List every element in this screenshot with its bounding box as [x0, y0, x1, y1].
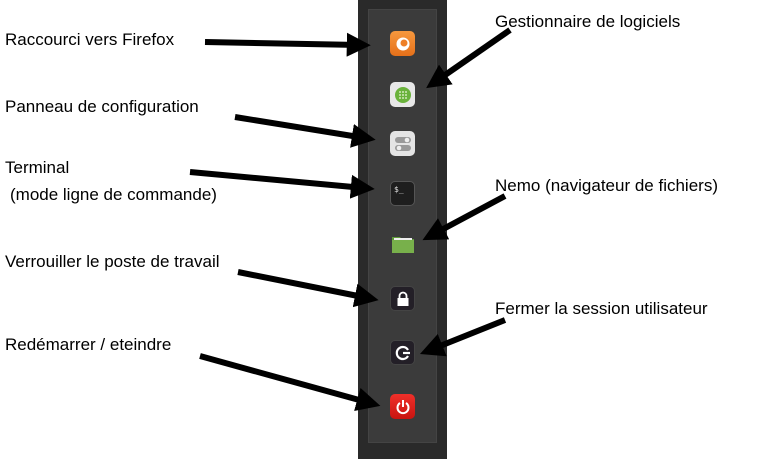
label-lock: Verrouiller le poste de travail [5, 252, 220, 271]
arrow-terminal [189, 169, 375, 199]
label-nemo: Nemo (navigateur de fichiers) [495, 176, 718, 195]
software-manager-icon[interactable] [390, 82, 415, 107]
folder-icon[interactable] [390, 231, 415, 256]
arrow-lock [237, 269, 379, 308]
label-terminal: Terminal [5, 158, 70, 177]
arrow-control-panel [234, 114, 376, 148]
label-control-panel: Panneau de configuration [5, 97, 199, 116]
lock-icon[interactable] [390, 286, 415, 311]
power-icon[interactable] [390, 394, 415, 419]
arrow-logout [419, 317, 507, 357]
label-logout: Fermer la session utilisateur [495, 299, 708, 318]
arrow-software-manager [426, 27, 512, 89]
arrow-shutdown [199, 353, 381, 412]
arrow-firefox [204, 32, 371, 57]
terminal-icon[interactable]: $_ [390, 181, 415, 206]
label-software-manager: Gestionnaire de logiciels [495, 12, 681, 31]
firefox-icon[interactable] [390, 31, 415, 56]
label-firefox: Raccourci vers Firefox [5, 30, 175, 49]
terminal-prompt: $_ [394, 185, 404, 194]
label-shutdown: Redémarrer / eteindre [5, 335, 172, 354]
label-terminal-sub: (mode ligne de commande) [10, 185, 217, 204]
logout-icon[interactable] [390, 340, 415, 365]
arrow-nemo [422, 193, 507, 241]
settings-icon[interactable] [390, 131, 415, 156]
